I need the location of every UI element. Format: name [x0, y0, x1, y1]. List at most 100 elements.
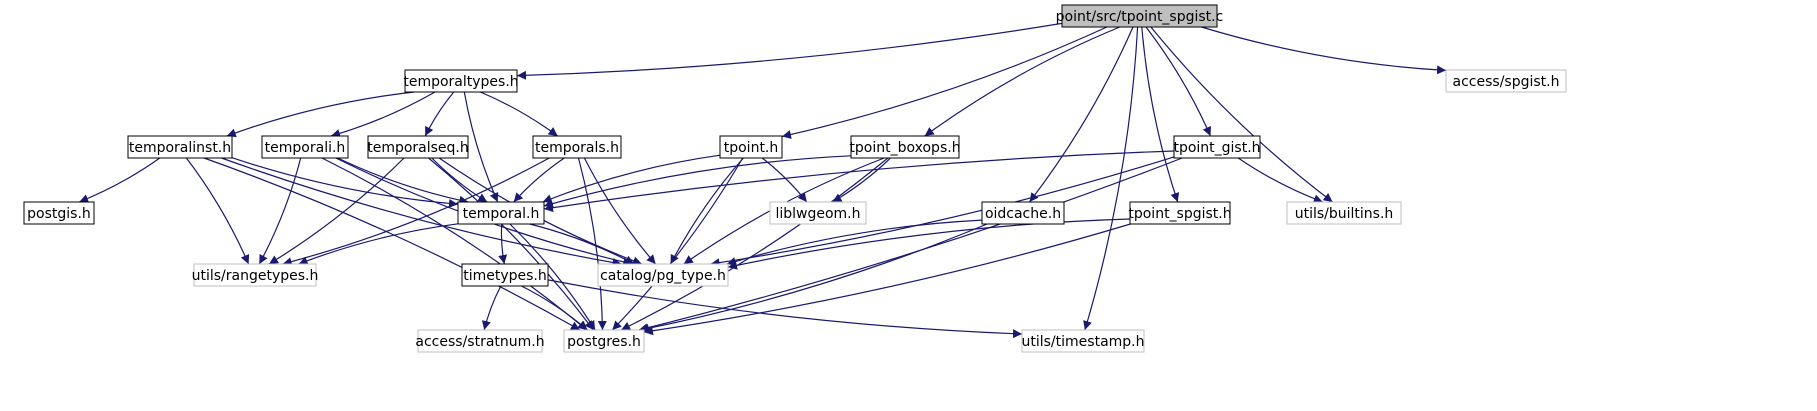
node-tpoint_spgist_h[interactable]: tpoint_spgist.h — [1128, 201, 1232, 225]
node-root[interactable]: point/src/tpoint_spgist.c — [1056, 4, 1224, 28]
node-access_stratnum: access/stratnum.h — [415, 329, 545, 353]
node-temporalinst[interactable]: temporalinst.h — [127, 135, 233, 159]
edge-temporal-to-catalog_pg_type — [529, 223, 635, 265]
edge-timetypes-to-access_stratnum — [481, 285, 502, 331]
node-box-catalog_pg_type — [597, 263, 729, 287]
node-box-temporaltypes — [404, 69, 518, 93]
node-box-timetypes — [461, 263, 549, 287]
node-box-tpoint_gist — [1173, 135, 1261, 159]
edge-tpoint_spgist_h-to-postgres — [643, 223, 1131, 336]
edge-root-to-oidcache — [1029, 26, 1134, 203]
node-label-utils_timestamp: utils/timestamp.h — [1022, 334, 1145, 350]
edge-temporaltypes-to-temporalseq — [424, 91, 455, 137]
edge-tpoint_boxops-to-liblwgeom — [832, 157, 891, 203]
edge-tpoint-to-postgres — [611, 157, 744, 331]
node-box-liblwgeom — [769, 201, 867, 225]
edge-tpoint_gist-to-catalog_pg_type — [710, 156, 1175, 268]
edge-tpoint-to-temporal — [542, 154, 721, 203]
edge-root-to-utils_timestamp — [1083, 26, 1139, 331]
edge-tpoint_boxops-to-postgres — [620, 157, 889, 331]
node-postgres: postgres.h — [563, 329, 645, 353]
edge-root-to-tpoint_boxops — [924, 26, 1121, 137]
node-box-temporalseq — [367, 135, 469, 159]
node-label-postgres: postgres.h — [567, 334, 641, 350]
edge-root-to-tpoint_gist — [1145, 26, 1212, 137]
node-temporaltypes[interactable]: temporaltypes.h — [403, 69, 519, 93]
edge-temporal-to-timetypes — [498, 223, 508, 265]
edge-timetypes-to-postgres — [521, 285, 588, 331]
edge-temporaltypes-to-temporali — [330, 91, 436, 138]
edge-temporal-to-postgres — [509, 223, 596, 331]
node-box-temporalinst — [127, 135, 233, 159]
node-box-temporali — [261, 135, 349, 159]
edge-oidcache-to-catalog_pg_type — [726, 219, 983, 266]
node-label-tpoint_boxops: tpoint_boxops.h — [849, 140, 960, 156]
node-temporali[interactable]: temporali.h — [261, 135, 349, 159]
node-tpoint_gist[interactable]: tpoint_gist.h — [1173, 135, 1261, 159]
node-label-liblwgeom: liblwgeom.h — [775, 206, 860, 222]
node-label-catalog_pg_type: catalog/pg_type.h — [600, 268, 726, 284]
node-box-root — [1061, 4, 1218, 28]
node-label-utils_rangetypes: utils/rangetypes.h — [192, 268, 319, 284]
edge-root-to-utils_builtins — [1150, 26, 1333, 203]
edge-tpoint_spgist_h-to-catalog_pg_type — [727, 218, 1131, 270]
node-timetypes[interactable]: timetypes.h — [461, 263, 549, 287]
node-temporalseq[interactable]: temporalseq.h — [367, 135, 469, 159]
edge-temporaltypes-to-temporal — [463, 91, 499, 203]
edge-root-to-tpoint_spgist_h — [1141, 26, 1180, 203]
node-liblwgeom: liblwgeom.h — [769, 201, 867, 225]
node-label-postgis: postgis.h — [27, 206, 91, 222]
edge-temporalinst-to-catalog_pg_type — [221, 157, 622, 267]
node-box-utils_builtins — [1286, 201, 1402, 225]
edge-temporalinst-to-postgis — [78, 157, 161, 203]
edge-temporaltypes-to-temporalinst — [226, 91, 415, 138]
node-label-tpoint: tpoint.h — [724, 140, 779, 156]
edge-tpoint_gist-to-postgres — [638, 157, 1183, 333]
node-label-temporaltypes: temporaltypes.h — [403, 74, 518, 90]
edge-temporaltypes-to-temporals — [480, 91, 559, 137]
node-box-tpoint_boxops — [850, 135, 960, 159]
node-box-postgis — [23, 201, 95, 225]
edge-tpoint-to-catalog_pg_type — [670, 157, 744, 265]
node-label-access_stratnum: access/stratnum.h — [415, 334, 544, 350]
node-box-postgres — [563, 329, 645, 353]
edge-layer — [78, 22, 1447, 339]
node-tpoint[interactable]: tpoint.h — [719, 135, 783, 159]
node-label-timetypes: timetypes.h — [463, 268, 547, 284]
node-box-access_spgist — [1445, 69, 1567, 93]
node-box-temporals — [532, 135, 622, 159]
edge-temporali-to-temporal — [337, 157, 469, 205]
node-access_spgist: access/spgist.h — [1445, 69, 1567, 93]
edge-temporali-to-utils_rangetypes — [258, 157, 302, 265]
edge-temporals-to-temporal — [513, 157, 565, 203]
node-label-tpoint_spgist_h: tpoint_spgist.h — [1128, 206, 1231, 222]
edge-oidcache-to-postgres — [639, 223, 988, 333]
node-label-oidcache: oidcache.h — [985, 206, 1061, 222]
node-box-access_stratnum — [417, 329, 543, 353]
edge-temporalinst-to-postgres — [203, 157, 581, 331]
edge-timetypes-to-utils_timestamp — [547, 279, 1023, 339]
edge-tpoint_boxops-to-temporal — [543, 155, 852, 208]
node-utils_timestamp: utils/timestamp.h — [1021, 329, 1145, 353]
node-box-temporal — [457, 201, 545, 225]
node-utils_rangetypes: utils/rangetypes.h — [192, 263, 319, 287]
node-box-tpoint_spgist_h — [1129, 201, 1231, 225]
edge-temporalseq-to-utils_rangetypes — [268, 157, 405, 265]
edge-temporals-to-postgres — [577, 157, 607, 331]
node-box-utils_rangetypes — [193, 263, 317, 287]
edge-tpoint_gist-to-temporal — [543, 150, 1175, 213]
node-tpoint_boxops[interactable]: tpoint_boxops.h — [849, 135, 961, 159]
node-oidcache[interactable]: oidcache.h — [981, 201, 1065, 225]
node-temporal[interactable]: temporal.h — [457, 201, 545, 225]
edge-root-to-tpoint — [781, 26, 1108, 139]
edge-temporals-to-catalog_pg_type — [583, 157, 657, 265]
node-label-temporals: temporals.h — [535, 140, 619, 156]
node-catalog_pg_type: catalog/pg_type.h — [597, 263, 729, 287]
edge-tpoint_gist-to-utils_builtins — [1237, 157, 1324, 204]
edge-temporali-to-postgres — [321, 157, 588, 331]
edge-temporalseq-to-postgres — [428, 157, 594, 331]
node-temporals[interactable]: temporals.h — [532, 135, 622, 159]
node-postgis[interactable]: postgis.h — [23, 201, 95, 225]
node-label-tpoint_gist: tpoint_gist.h — [1173, 140, 1260, 156]
